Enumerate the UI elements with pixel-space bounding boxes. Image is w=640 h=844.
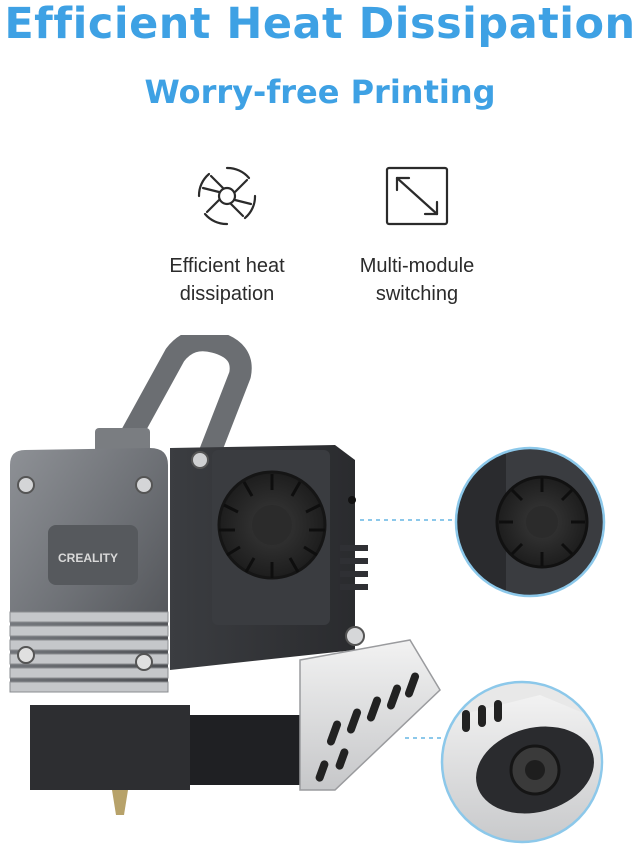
expand-arrows-icon	[385, 166, 449, 226]
handle-loop	[110, 335, 252, 469]
zoom-circle-shroud	[440, 680, 604, 844]
subheadline: Worry-free Printing	[144, 73, 496, 111]
feature-heat-dissipation: Efficient heat dissipation	[132, 160, 322, 308]
headline: Efficient Heat Dissipation	[4, 0, 636, 49]
hotend-illustration: CREALITY	[9, 335, 606, 844]
fan-icon	[197, 166, 257, 226]
feature-module-switching: Multi-module switching	[322, 160, 512, 308]
feature-label: Multi-module switching	[359, 255, 475, 305]
zoom-circle-fan	[454, 446, 606, 598]
feature-label: Efficient heat dissipation	[169, 255, 285, 305]
brand-logo: CREALITY	[58, 551, 118, 565]
product-image: CREALITY	[0, 335, 640, 844]
